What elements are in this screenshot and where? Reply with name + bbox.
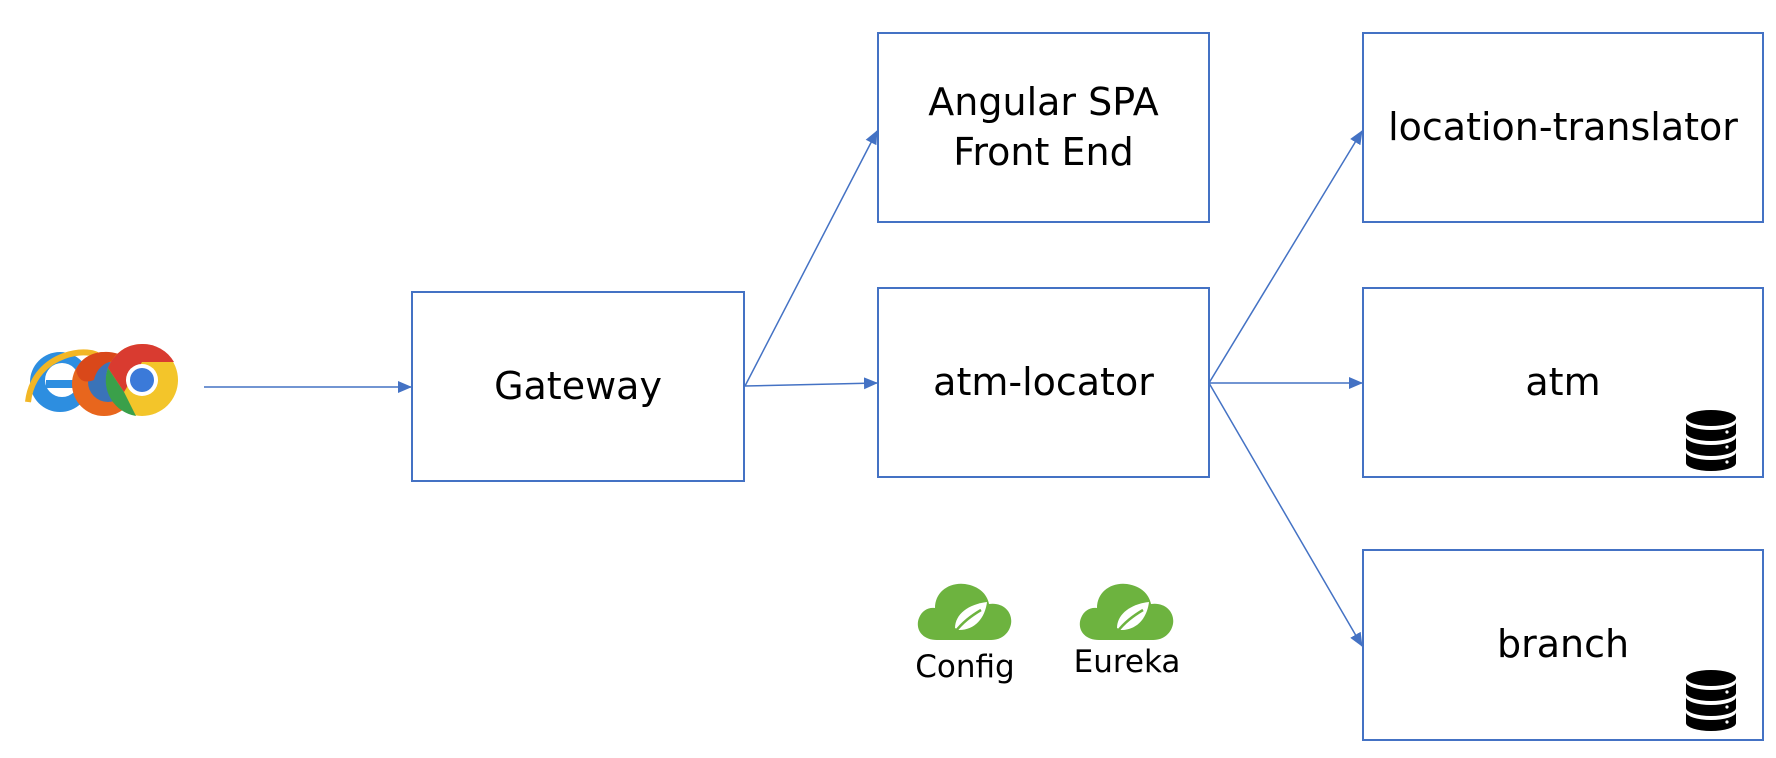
database-icon — [1686, 410, 1736, 471]
branch-box[interactable]: branch — [1362, 549, 1764, 741]
gateway-label: Gateway — [494, 363, 662, 408]
config-server-logo: Config — [915, 578, 1015, 685]
location-translator-label: location-translator — [1388, 104, 1738, 149]
atm-box[interactable]: atm — [1362, 287, 1764, 478]
atm-label: atm — [1525, 359, 1601, 404]
atm-locator-box[interactable]: atm-locator — [877, 287, 1210, 478]
chrome-icon — [105, 343, 178, 416]
edge-gateway-to-atm-locator — [744, 377, 878, 390]
branch-label: branch — [1496, 622, 1630, 667]
eureka-server-logo: Eureka — [1072, 578, 1182, 680]
atm-locator-label: atm-locator — [933, 359, 1154, 404]
angular-spa-box[interactable]: Angular SPA Front End — [877, 32, 1210, 223]
gateway-box[interactable]: Gateway — [411, 291, 745, 482]
web-browsers-icon — [25, 343, 178, 416]
eureka-label: Eureka — [1073, 644, 1181, 680]
spring-cloud-icon — [1079, 583, 1174, 640]
edge-atm-locator-to-location-translator — [1208, 130, 1363, 384]
database-icon — [1686, 670, 1736, 731]
config-label: Config — [915, 649, 1015, 685]
edge-gateway-to-spa — [744, 130, 878, 387]
edge-atm-locator-to-branch — [1208, 382, 1363, 647]
spring-cloud-icon — [917, 583, 1012, 640]
angular-spa-label: Angular SPA Front End — [928, 80, 1159, 174]
location-translator-box[interactable]: location-translator — [1362, 32, 1764, 223]
